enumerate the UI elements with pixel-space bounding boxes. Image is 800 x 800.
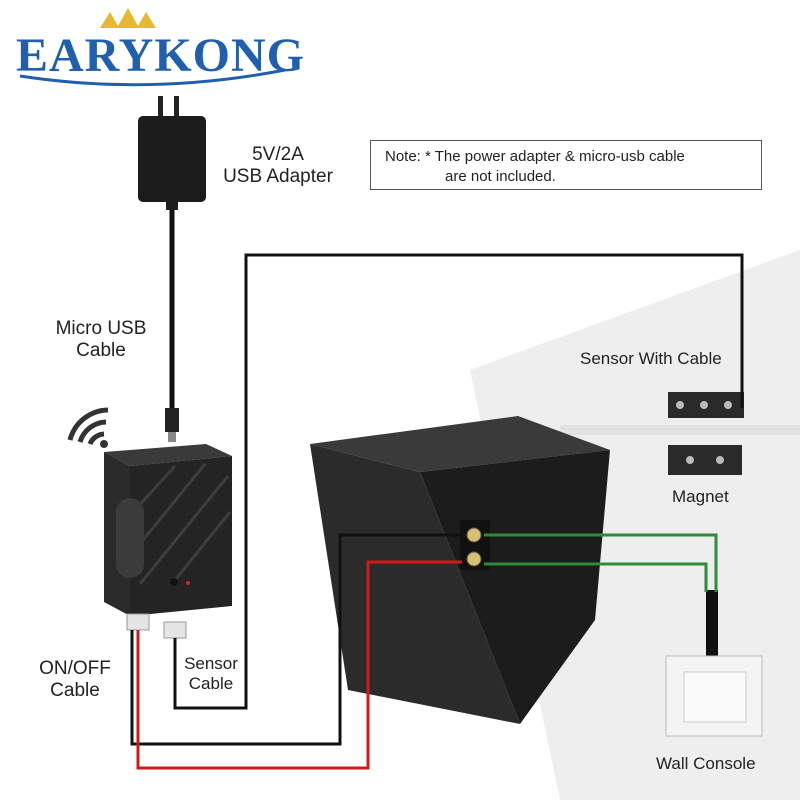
note-line1: Note: * The power adapter & micro-usb ca… [385, 148, 685, 165]
adapter-label-line2: USB Adapter [223, 165, 333, 187]
sensor-with-cable-label: Sensor With Cable [580, 349, 722, 368]
ceiling-strip [560, 425, 800, 435]
adapter-label: 5V/2A USB Adapter [208, 144, 348, 188]
wall-console-label: Wall Console [656, 754, 756, 773]
onoff-cable-label-line1: ON/OFF [39, 658, 111, 679]
wall-console-wire-1 [484, 533, 718, 592]
sensor-cable-label: Sensor Cable [178, 654, 244, 693]
micro-usb-label-line1: Micro USB [55, 318, 147, 339]
onoff-cable-red [136, 560, 462, 770]
micro-usb-plug [165, 408, 179, 432]
micro-usb-label: Micro USB Cable [36, 318, 166, 362]
usb-adapter-icon [138, 96, 206, 210]
wall-switch-icon [665, 590, 763, 737]
onoff-cable-label: ON/OFF Cable [30, 658, 120, 702]
magnetic-sensor-icon [668, 392, 744, 418]
sensor-cable-label-line1: Sensor [184, 654, 238, 673]
wifi-icon [67, 407, 109, 448]
magnet-icon [668, 445, 742, 475]
sensor-cable-wire [173, 253, 744, 710]
note-line2: are not included. [445, 167, 556, 185]
sensor-connector [163, 621, 187, 639]
onoff-cable-black [130, 533, 462, 746]
micro-usb-label-line2: Cable [76, 339, 126, 361]
magnet-label: Magnet [672, 487, 729, 506]
brand-crown-icon [100, 8, 156, 28]
onoff-cable-label-line2: Cable [50, 679, 100, 701]
sensor-cable-label-line2: Cable [188, 673, 234, 693]
note-box: Note: * The power adapter & micro-usb ca… [370, 140, 762, 190]
brand-logo: EARYKONG [16, 29, 305, 82]
adapter-label-line1: 5V/2A [252, 144, 304, 165]
brand-swoosh [19, 68, 286, 87]
onoff-connector [126, 613, 150, 631]
garage-opener-icon [310, 416, 610, 724]
wall-console-wire-2 [484, 562, 708, 592]
controller-device-icon [104, 444, 232, 639]
